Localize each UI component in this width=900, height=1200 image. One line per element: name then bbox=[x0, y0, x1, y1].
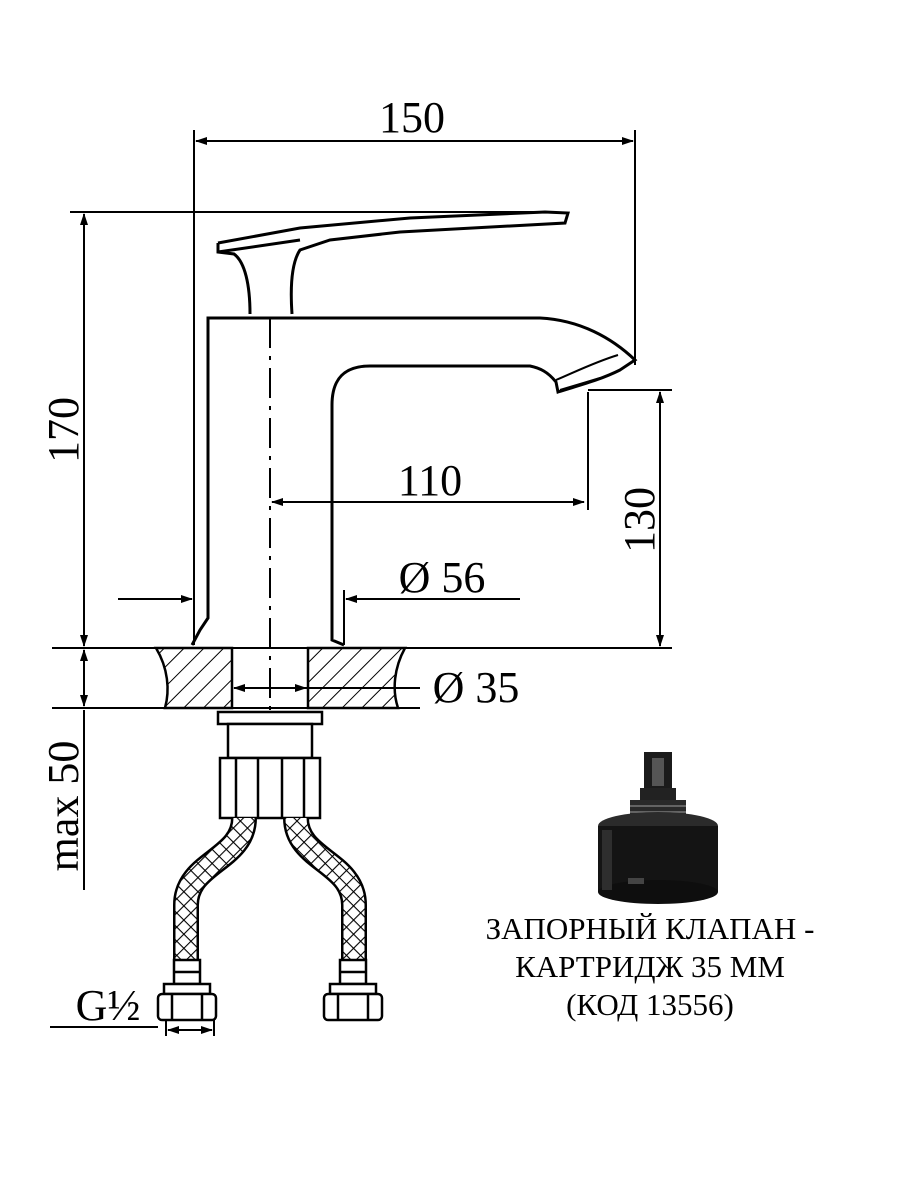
lever-handle bbox=[216, 210, 570, 315]
cartridge-caption-line2: КАРТРИДЖ 35 ММ bbox=[515, 949, 785, 984]
hose-fitting-right bbox=[322, 958, 384, 1022]
flexible-hoses bbox=[173, 816, 367, 960]
hose-fitting-left bbox=[156, 958, 218, 1022]
dimension-130-label: 130 bbox=[615, 487, 664, 553]
dimension-110-label: 110 bbox=[398, 456, 462, 505]
cartridge-image bbox=[598, 752, 718, 904]
cartridge-caption-line3: (КОД 13556) bbox=[566, 987, 734, 1022]
dimension-150-label: 150 bbox=[379, 93, 445, 142]
dimension-130 bbox=[588, 389, 672, 647]
dimension-d35-label: Ø 35 bbox=[433, 663, 520, 712]
cartridge-caption-line1: ЗАПОРНЫЙ КЛАПАН - bbox=[485, 911, 815, 946]
countertop-section bbox=[52, 646, 672, 710]
dimension-170-label: 170 bbox=[39, 397, 88, 463]
dimension-170 bbox=[70, 211, 545, 647]
dimension-thread bbox=[50, 1020, 215, 1036]
dimension-d56-label: Ø 56 bbox=[399, 553, 486, 602]
dimension-150 bbox=[193, 130, 636, 645]
faucet-body bbox=[190, 316, 638, 647]
dimension-max50-label: max 50 bbox=[39, 741, 88, 872]
mounting-shank bbox=[216, 710, 324, 820]
dimension-thread-label: G½ bbox=[76, 981, 141, 1030]
cartridge-caption: ЗАПОРНЫЙ КЛАПАН - КАРТРИДЖ 35 ММ (КОД 13… bbox=[440, 910, 860, 1024]
dimension-110 bbox=[271, 392, 589, 510]
dimension-d56 bbox=[118, 590, 520, 645]
